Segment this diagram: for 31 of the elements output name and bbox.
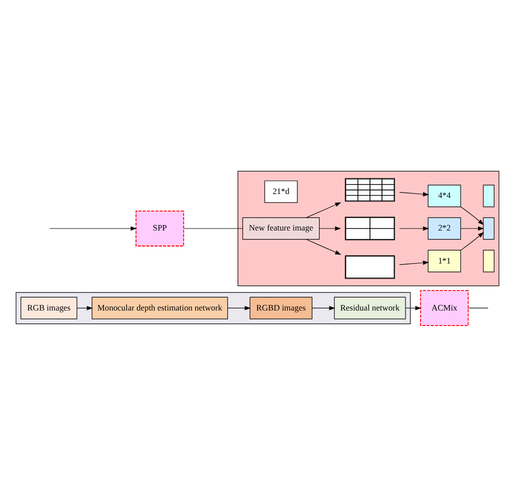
node-bar (482, 249, 494, 272)
arrow (460, 226, 484, 230)
arrow (306, 202, 342, 218)
node-box: Monocular depth estimation network (92, 296, 228, 319)
node-box: 1*1 (428, 249, 461, 272)
node-box: RGBD images (250, 296, 312, 319)
node-box: 4*4 (428, 184, 461, 207)
connector (468, 307, 488, 308)
arrow (319, 226, 342, 230)
arrow (49, 226, 137, 230)
node-box: RGB images (20, 296, 78, 319)
arrow (306, 238, 342, 254)
node-box: 2*2 (428, 216, 461, 240)
node-bar (482, 216, 494, 240)
node-box: SPP (136, 210, 184, 246)
arrow (399, 192, 430, 196)
arrow (460, 232, 484, 250)
node-bar (482, 184, 494, 207)
arrow (312, 305, 336, 310)
arrow (399, 226, 430, 230)
arrow (76, 305, 93, 310)
node-box: ACMix (420, 290, 469, 326)
arrow (227, 305, 251, 310)
arrow (405, 305, 422, 310)
cluster (238, 170, 500, 286)
node-box: 21*d (264, 180, 298, 202)
arrow (460, 206, 484, 224)
node-box: New feature image (242, 216, 320, 240)
arrow (399, 260, 430, 265)
node-box: Residual network (334, 296, 406, 319)
cluster (16, 292, 411, 324)
